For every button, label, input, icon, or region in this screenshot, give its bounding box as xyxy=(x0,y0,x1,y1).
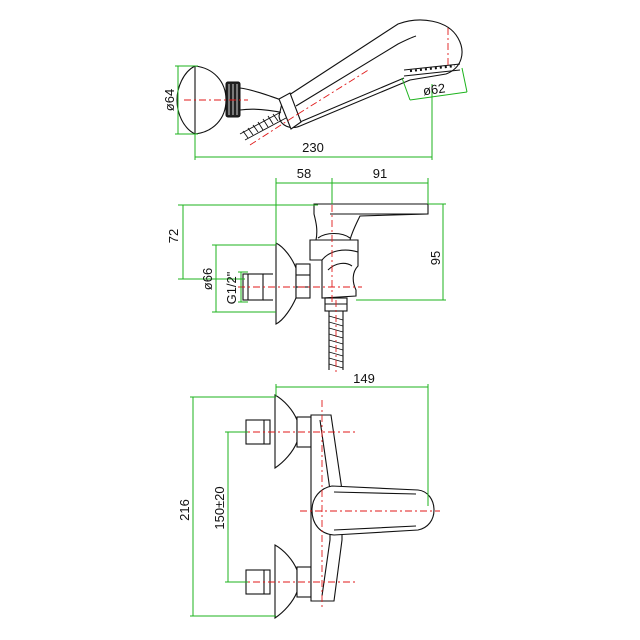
dim-label-hand-shower-length: 230 xyxy=(302,140,324,155)
top-flange-upper xyxy=(274,394,298,470)
hand-shower-view: ø64 ø62 230 xyxy=(162,19,468,160)
side-mixer-body xyxy=(309,239,359,299)
hose-connector xyxy=(239,111,287,141)
top-lever xyxy=(311,485,435,536)
shower-handle xyxy=(278,19,463,129)
dim-label-hand-shower-dia: ø64 xyxy=(162,89,177,111)
top-flange-lower xyxy=(274,544,298,620)
dim-label-inlet-spacing: 150±20 xyxy=(212,486,227,529)
dim-label-spray-face-dia: ø62 xyxy=(422,80,446,98)
spray-face xyxy=(403,63,461,77)
side-wall-flange xyxy=(275,242,297,325)
dim-label-height-total: 95 xyxy=(428,251,443,265)
mixer-side-view: 58 91 72 ø66 G1/2" 95 xyxy=(166,166,446,374)
dim-label-height-top: 72 xyxy=(166,229,181,243)
side-hex-nut xyxy=(295,263,311,299)
dim-label-depth-total: 149 xyxy=(353,371,375,386)
dim-label-connection-thread: G1/2" xyxy=(224,271,239,304)
dim-label-width-total: 216 xyxy=(177,499,192,521)
dim-label-offset-front: 91 xyxy=(373,166,387,181)
dim-label-flange-dia: ø66 xyxy=(200,268,215,290)
mixer-top-view: 149 216 150±20 xyxy=(177,371,440,620)
dim-label-offset-back: 58 xyxy=(297,166,311,181)
side-lever xyxy=(313,203,429,241)
